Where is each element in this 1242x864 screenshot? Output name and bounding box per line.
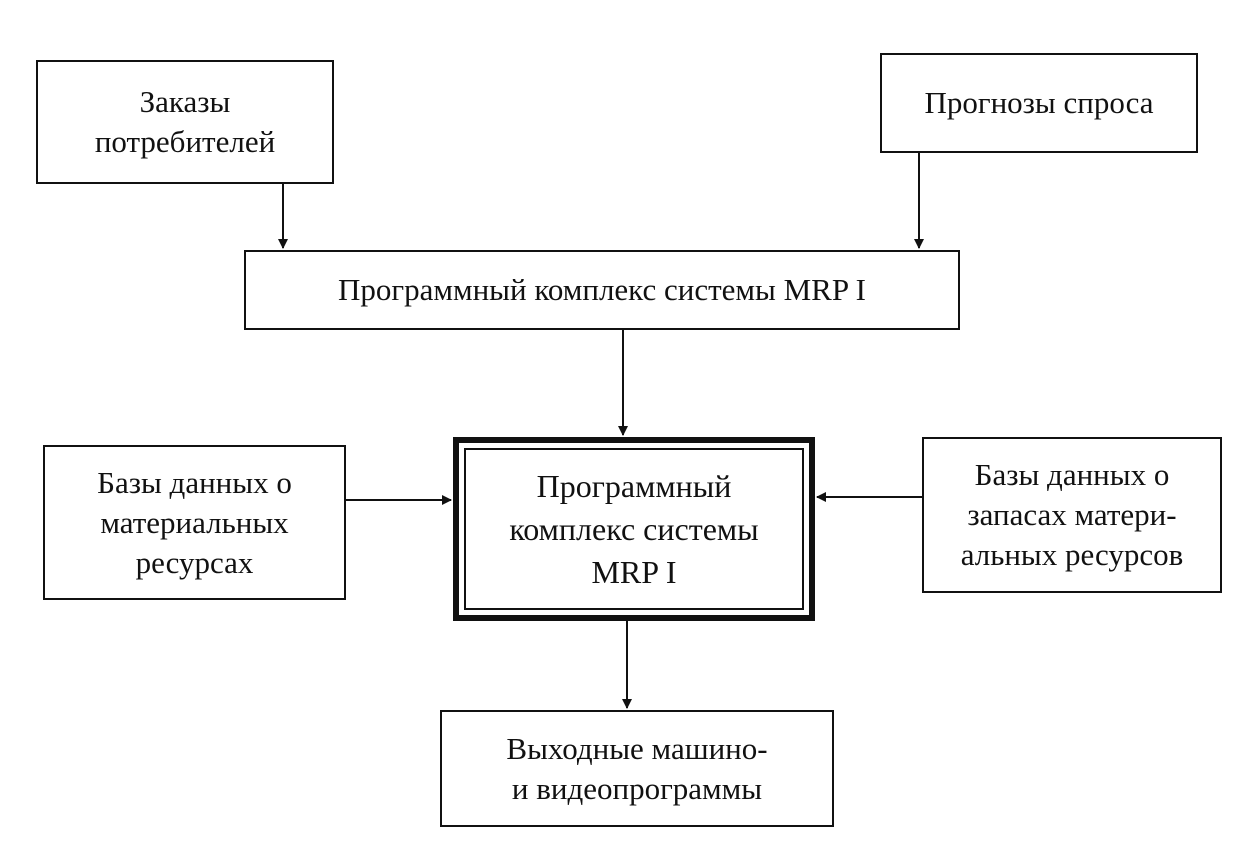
node-label-line: потребителей (94, 124, 276, 159)
node-label-line: Базы данных о (97, 464, 292, 500)
node-label-line: Прогнозы спроса (924, 85, 1154, 120)
node-label-line: Выходные машино- (506, 730, 768, 766)
node-label-line: MRP I (591, 553, 677, 590)
node-mrp-software-main: Программный комплекс системы MRP I (453, 437, 815, 621)
node-label-line: материальных (100, 504, 289, 540)
node-label-line: комплекс системы (509, 510, 759, 547)
inner-frame: Программный комплекс системы MRP I (464, 448, 804, 610)
node-label-line: Программный комплекс системы MRP I (338, 272, 866, 307)
node-stock-database: Базы данных о запасах матери- альных рес… (922, 437, 1222, 593)
node-output-programs: Выходные машино- и видеопрограммы (440, 710, 834, 827)
node-label-line: альных ресурсов (960, 537, 1184, 572)
node-label-line: и видеопрограммы (511, 770, 763, 806)
node-label-line: Заказы (139, 84, 231, 119)
node-materials-database: Базы данных о материальных ресурсах (43, 445, 346, 600)
node-label-line: ресурсах (135, 544, 254, 580)
node-label-line: Программный (536, 467, 732, 504)
node-label-line: запасах матери- (967, 497, 1177, 532)
node-customer-orders: Заказы потребителей (36, 60, 334, 184)
node-demand-forecasts: Прогнозы спроса (880, 53, 1198, 153)
node-mrp-software-top: Программный комплекс системы MRP I (244, 250, 960, 330)
node-label-line: Базы данных о (974, 457, 1170, 492)
